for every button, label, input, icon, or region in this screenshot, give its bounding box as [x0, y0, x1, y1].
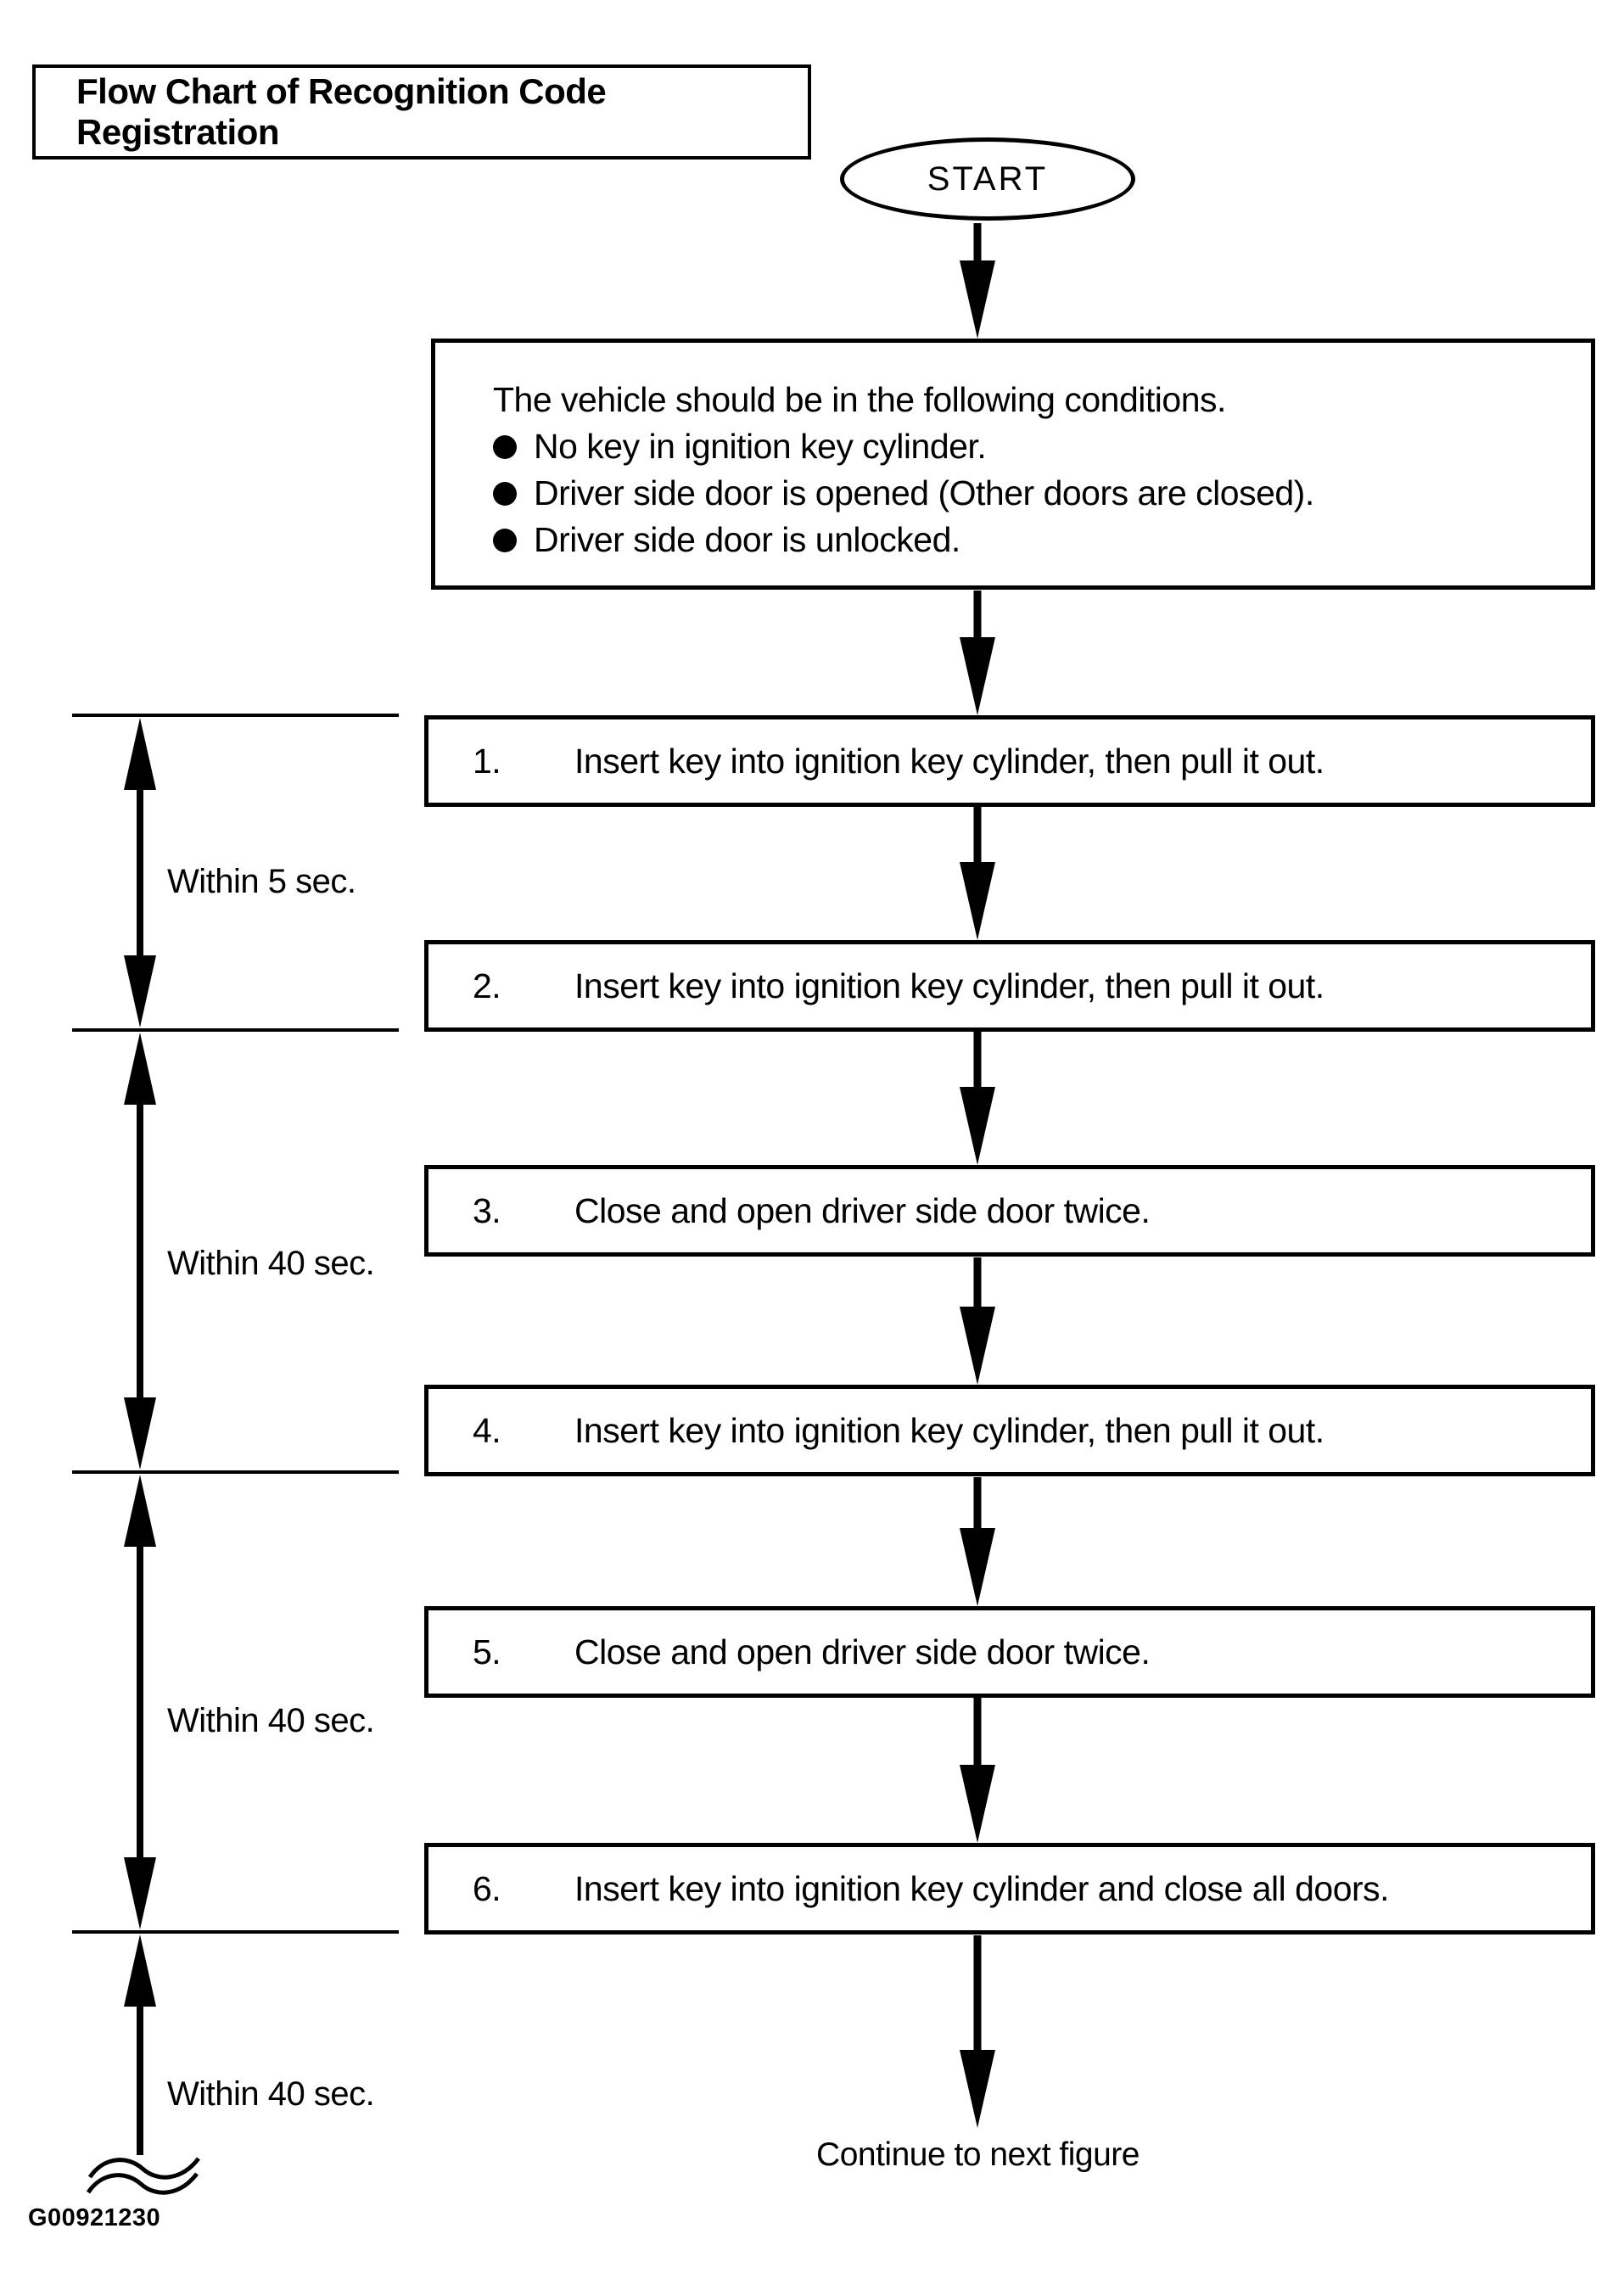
bullet-icon: [493, 434, 517, 459]
timeline-arrow-3: [124, 1475, 156, 1929]
conditions-box: The vehicle should be in the following c…: [431, 339, 1595, 590]
flow-arrow-step1-to-step2: [960, 807, 995, 940]
page-title-box: Flow Chart of Recognition Code Registrat…: [32, 64, 811, 160]
continue-label: Continue to next figure: [816, 2136, 1140, 2173]
step-box-4: 4. Insert key into ignition key cylinder…: [424, 1385, 1595, 1476]
flow-arrow-step3-to-step4: [960, 1257, 995, 1385]
condition-item: Driver side door is opened (Other doors …: [493, 470, 1565, 517]
condition-item-text: Driver side door is opened (Other doors …: [534, 473, 1314, 512]
step-number: 4.: [473, 1410, 501, 1450]
timeline-arrow-1: [124, 718, 156, 1027]
figure-id: G00921230: [28, 2204, 161, 2231]
timeline-label-2: Within 40 sec.: [167, 1245, 375, 1282]
step-text: Insert key into ignition key cylinder, t…: [574, 966, 1324, 1005]
bullet-icon: [493, 528, 517, 552]
flow-arrow-step4-to-step5: [960, 1477, 995, 1606]
flow-arrow-conditions-to-step1: [960, 591, 995, 715]
step-box-3: 3. Close and open driver side door twice…: [424, 1165, 1595, 1257]
condition-item: No key in ignition key cylinder.: [493, 423, 1565, 470]
condition-item-text: Driver side door is unlocked.: [534, 520, 960, 559]
start-terminator: START: [840, 137, 1135, 221]
bullet-icon: [493, 481, 517, 506]
break-symbol: [86, 2157, 200, 2195]
step-text: Close and open driver side door twice.: [574, 1190, 1151, 1230]
condition-item: Driver side door is unlocked.: [493, 517, 1565, 563]
flow-arrow-start-to-conditions: [960, 223, 995, 339]
step-text: Insert key into ignition key cylinder, t…: [574, 741, 1324, 781]
step-text: Insert key into ignition key cylinder, t…: [574, 1410, 1324, 1450]
page-title: Flow Chart of Recognition Code Registrat…: [76, 71, 607, 152]
step-box-2: 2. Insert key into ignition key cylinder…: [424, 940, 1595, 1032]
conditions-intro-text: The vehicle should be in the following c…: [493, 380, 1226, 419]
step-box-6: 6. Insert key into ignition key cylinder…: [424, 1843, 1595, 1934]
flow-arrow-step5-to-step6: [960, 1698, 995, 1843]
step-number: 3.: [473, 1190, 501, 1230]
step-box-1: 1. Insert key into ignition key cylinder…: [424, 715, 1595, 807]
step-number: 1.: [473, 741, 501, 781]
step-text: Insert key into ignition key cylinder an…: [574, 1868, 1390, 1908]
step-text: Close and open driver side door twice.: [574, 1632, 1151, 1671]
condition-item-text: No key in ignition key cylinder.: [534, 427, 987, 466]
timeline-label-3: Within 40 sec.: [167, 1702, 375, 1739]
flow-arrow-step6-to-continue: [960, 1935, 995, 2128]
start-label: START: [927, 160, 1049, 198]
step-number: 5.: [473, 1632, 501, 1671]
step-box-5: 5. Close and open driver side door twice…: [424, 1606, 1595, 1698]
conditions-intro: The vehicle should be in the following c…: [493, 377, 1565, 423]
step-number: 2.: [473, 966, 501, 1005]
timeline-arrow-2: [124, 1033, 156, 1470]
timeline-arrow-4: [124, 1934, 156, 2155]
timeline-label-1: Within 5 sec.: [167, 863, 356, 900]
flow-arrow-step2-to-step3: [960, 1032, 995, 1165]
timeline-label-4: Within 40 sec.: [167, 2075, 375, 2113]
step-number: 6.: [473, 1868, 501, 1908]
